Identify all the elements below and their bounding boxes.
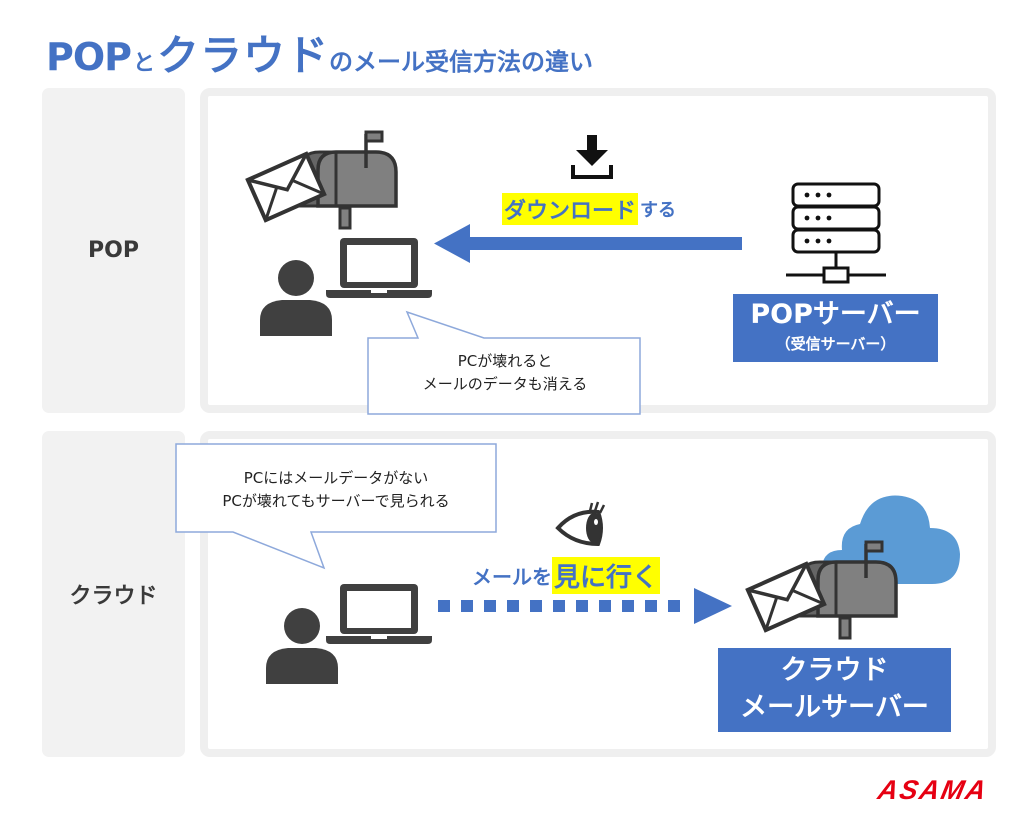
laptop-icon xyxy=(326,584,432,644)
cloud-callout-bubble xyxy=(175,443,497,570)
cloud-callout-line2: PCが壊れてもサーバーで見られる xyxy=(222,492,450,510)
cloud-callout-text: PCにはメールデータがない PCが壊れてもサーバーで見られる xyxy=(176,467,496,513)
page-title: POP と クラウド のメール受信方法の違い xyxy=(46,22,593,83)
cloud-server-label: クラウド メールサーバー xyxy=(718,648,951,732)
eye-icon xyxy=(555,501,606,547)
user-icon xyxy=(266,608,338,684)
title-to: と xyxy=(133,51,156,76)
view-highlight: 見に行く xyxy=(552,557,661,594)
server-icon xyxy=(786,182,886,284)
cloud-server-line2: メールサーバー xyxy=(740,692,929,723)
title-pop: POP xyxy=(46,35,132,79)
download-highlight: ダウンロード xyxy=(502,193,639,225)
pop-server-name: POPサーバー xyxy=(750,299,921,330)
pop-server-sub: （受信サーバー） xyxy=(775,335,896,353)
download-icon xyxy=(571,135,613,179)
pop-callout-text: PCが壊れると メールのデータも消える xyxy=(370,350,640,396)
envelope-icon xyxy=(745,561,827,633)
user-icon xyxy=(260,260,332,336)
title-cloud: クラウド xyxy=(157,31,330,80)
cloud-server-line1: クラウド xyxy=(780,655,889,686)
download-label: ダウンロード する xyxy=(502,193,676,225)
title-rest: のメール受信方法の違い xyxy=(329,48,594,76)
row-label-pop: POP xyxy=(42,88,185,413)
cloud-callout-line1: PCにはメールデータがない xyxy=(243,469,429,487)
envelope-icon xyxy=(245,151,327,223)
dotted-arrow-right-icon xyxy=(438,588,732,624)
logo-text: ASAMA xyxy=(874,776,990,804)
view-label: メールを 見に行く xyxy=(472,557,661,594)
row-label-cloud: クラウド xyxy=(42,431,185,757)
pop-server-label: POPサーバー （受信サーバー） xyxy=(733,294,938,362)
laptop-icon xyxy=(326,238,432,298)
pop-callout-line1: PCが壊れると xyxy=(457,352,553,370)
asama-logo: ASAMA xyxy=(874,776,990,804)
view-prefix: メールを xyxy=(472,565,552,589)
pop-callout-bubble xyxy=(367,310,641,415)
row-label-cloud-text: クラウド xyxy=(69,584,158,609)
arrow-left-icon xyxy=(434,224,742,263)
row-label-pop-text: POP xyxy=(88,238,139,263)
pop-callout-line2: メールのデータも消える xyxy=(422,375,588,393)
download-suffix: する xyxy=(640,200,677,221)
